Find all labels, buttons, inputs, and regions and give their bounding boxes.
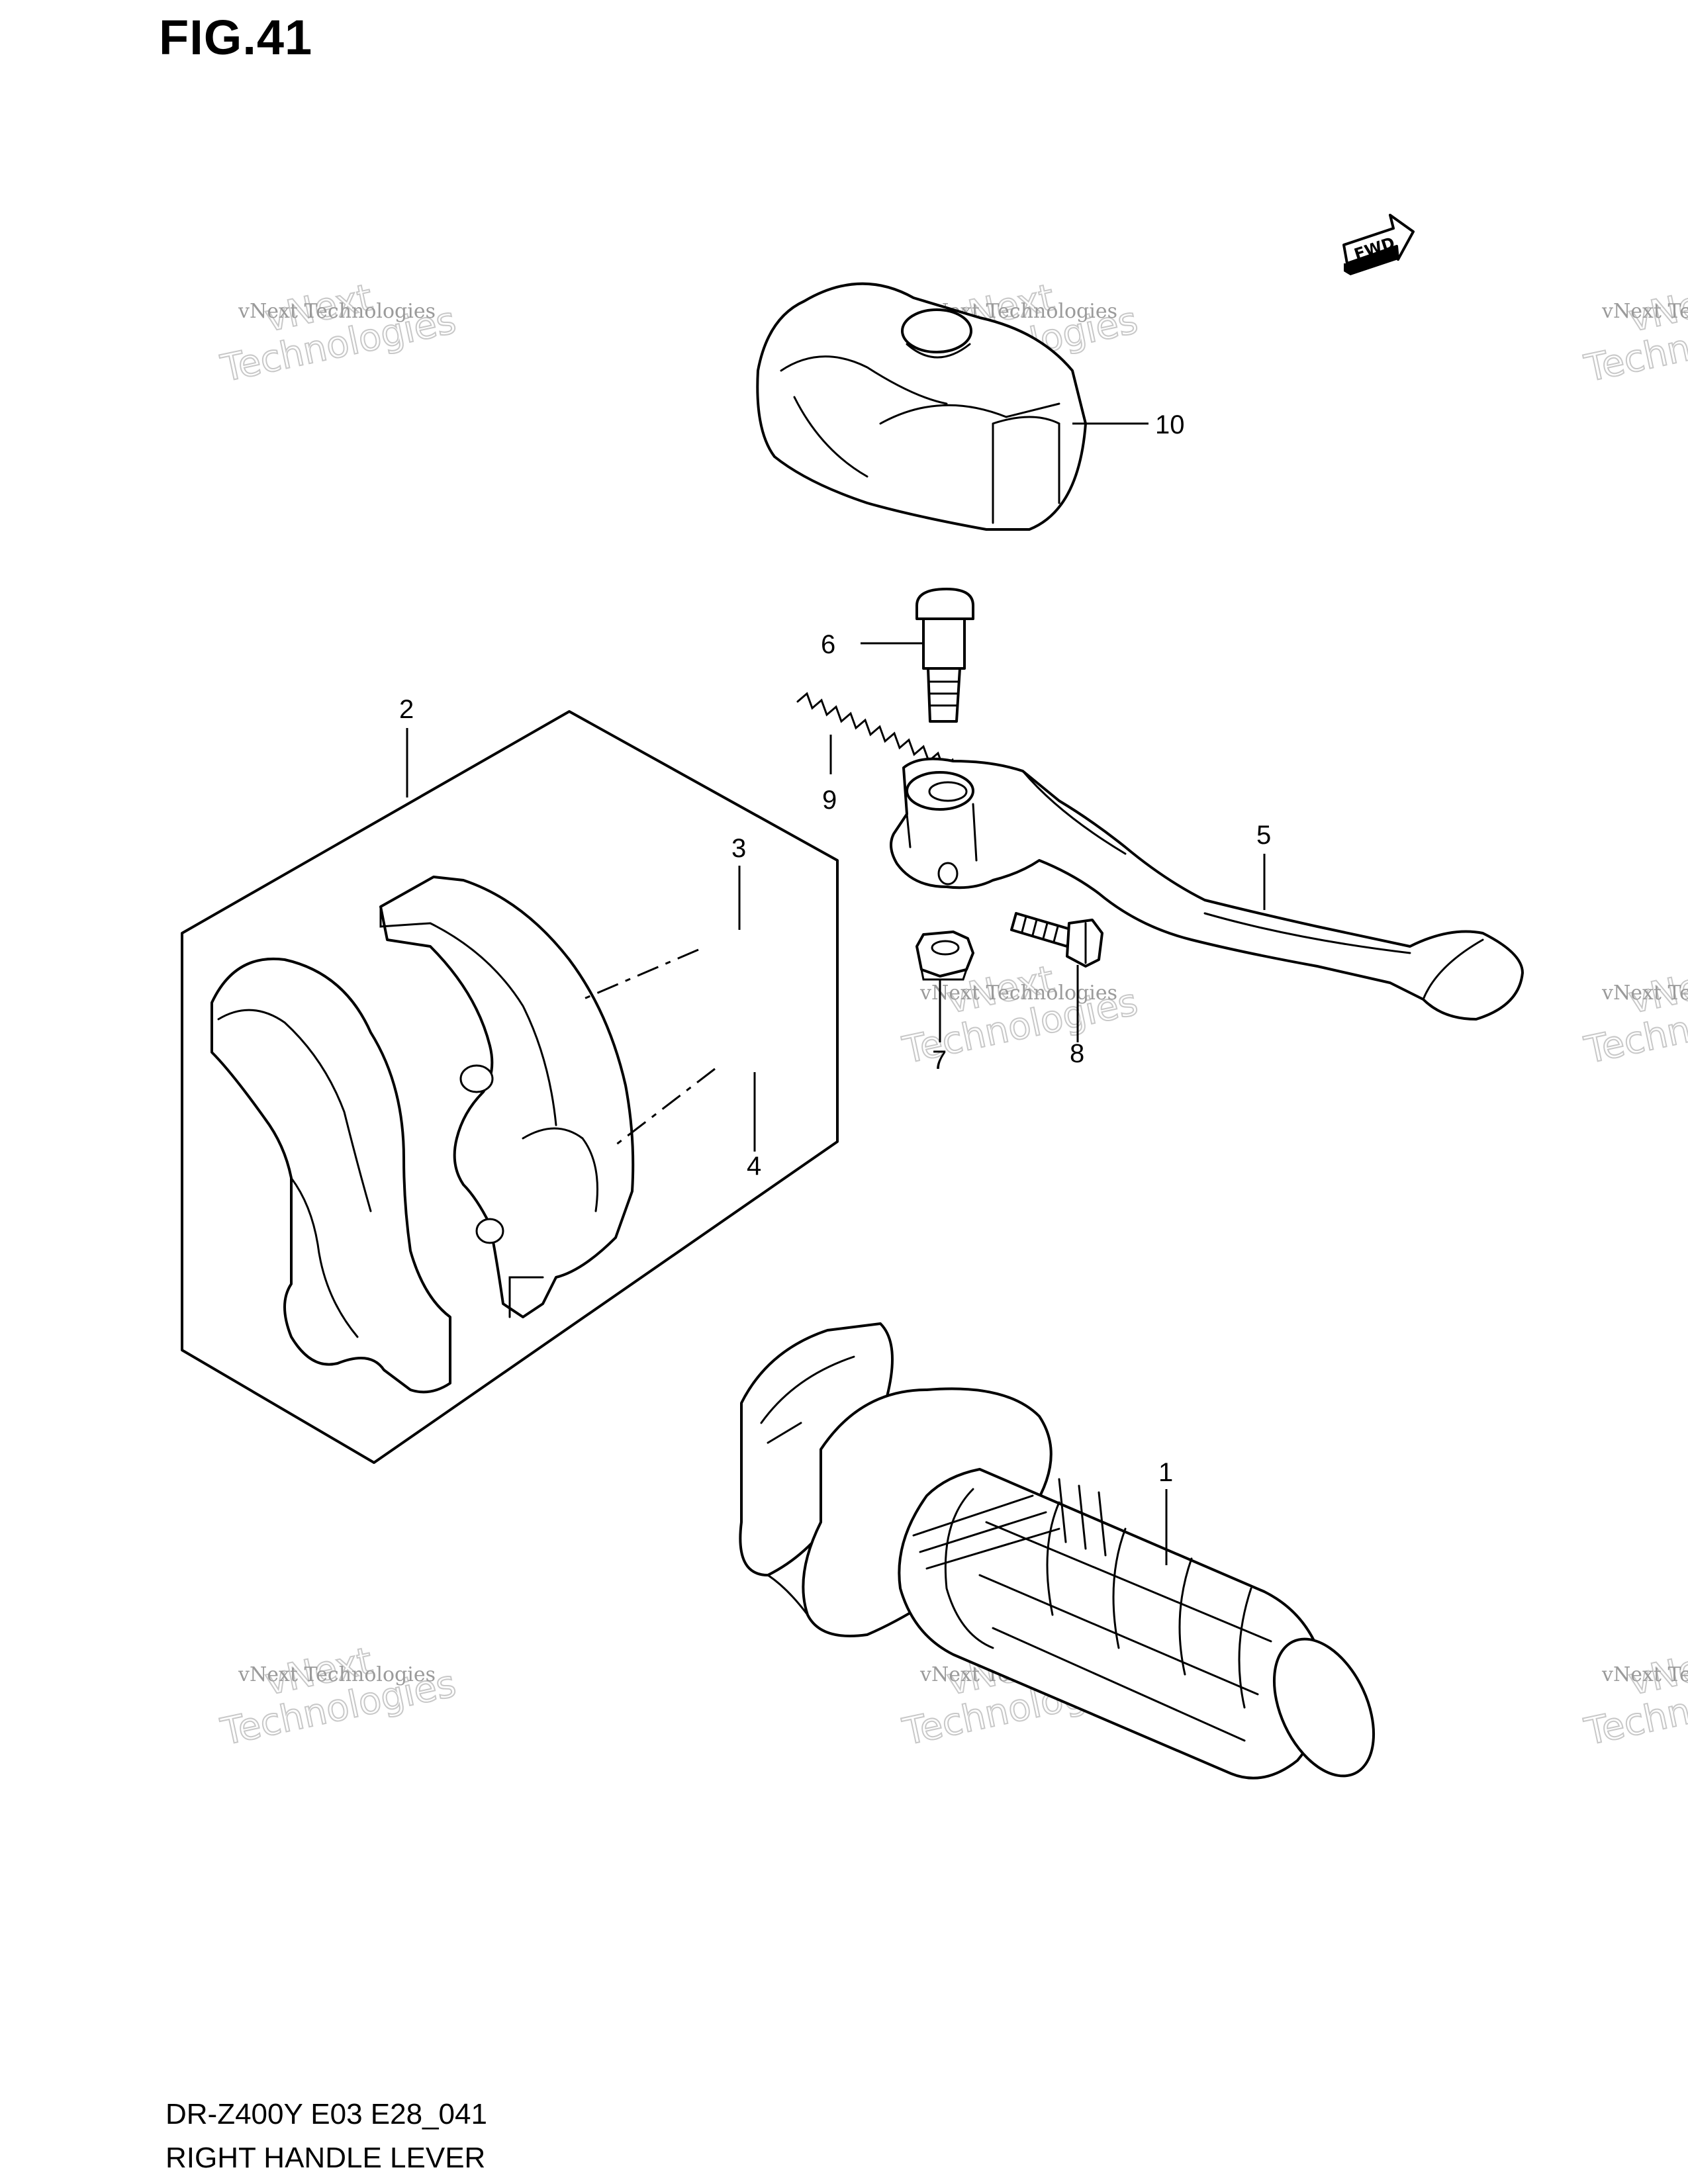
callout-3: 3 [731, 834, 746, 863]
lever-cover-part [756, 282, 1087, 531]
nut-part [915, 931, 974, 981]
assembly-line [615, 1068, 716, 1146]
lever-bolt-part [915, 588, 974, 723]
callout-4: 4 [747, 1152, 761, 1181]
watermark: vNext Technologies vNext Technologies [1580, 1639, 1688, 1754]
adjuster-bolt-part [1010, 912, 1103, 968]
svg-text:vNext Technologies: vNext Technologies [1601, 981, 1688, 1005]
svg-text:vNext Technologies: vNext Technologies [919, 981, 1117, 1005]
callout-1: 1 [1158, 1458, 1173, 1487]
callout-6: 6 [821, 630, 835, 659]
watermark: vNext Technologies vNext Technologies [216, 275, 460, 391]
callout-2: 2 [399, 695, 414, 724]
svg-text:vNext Technologies: vNext Technologies [238, 1663, 436, 1686]
callout-10: 10 [1155, 410, 1185, 439]
svg-text:vNext Technologies: vNext Technologies [1601, 300, 1688, 323]
callout-8: 8 [1070, 1039, 1084, 1068]
svg-text:vNext Technologies: vNext Technologies [1601, 1663, 1688, 1686]
svg-text:vNext Technologies: vNext Technologies [238, 300, 436, 323]
figure-title: FIG.41 [159, 10, 313, 65]
watermark: vNext Technologies vNext Technologies [1580, 275, 1688, 391]
lever-holder-set-part [181, 710, 839, 1464]
leader-lines [406, 422, 1266, 1565]
watermark: vNext Technologies vNext Technologies [216, 1639, 460, 1754]
section-name: RIGHT HANDLE LEVER [165, 2142, 486, 2174]
watermark: vNext Technologies vNext Technologies [1580, 957, 1688, 1073]
assembly-line [582, 948, 699, 1001]
clutch-lever-part [890, 757, 1524, 1021]
handle-grip-part [739, 1322, 1376, 1780]
callout-9: 9 [822, 786, 837, 815]
model-code: DR-Z400Y E03 E28_041 [165, 2098, 487, 2130]
fwd-arrow-icon: FWD [1342, 214, 1415, 275]
callout-5: 5 [1256, 821, 1271, 850]
callout-7: 7 [932, 1046, 947, 1075]
